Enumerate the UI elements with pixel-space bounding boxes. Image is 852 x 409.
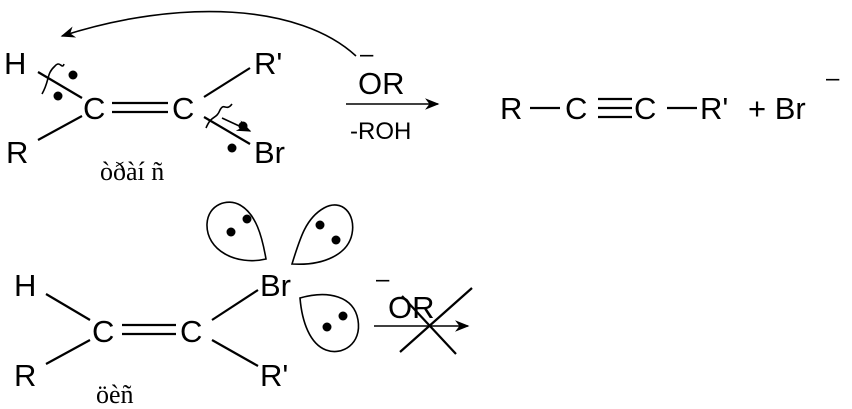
electron-dot xyxy=(68,70,78,80)
bromide-ion: + Br xyxy=(748,91,806,126)
elimination-reagent: – OR -ROH xyxy=(346,41,440,145)
lone-pair-lobe xyxy=(290,204,354,265)
atom-c2-top: C xyxy=(172,91,194,126)
atom-h-top: H xyxy=(4,46,26,81)
product-c1: C xyxy=(565,91,587,126)
blocked-reaction: – OR xyxy=(374,266,473,355)
bond-h-c1-top xyxy=(37,71,83,99)
reagent-charge-top: – xyxy=(360,41,374,68)
atom-br-bottom: Br xyxy=(260,268,291,303)
reagent-charge-bottom: – xyxy=(376,266,390,293)
product-c2: C xyxy=(634,91,656,126)
bond-break-mark-br xyxy=(205,103,233,129)
reagent-top: OR xyxy=(358,66,405,101)
trans-isomer-structure: H R C C R' Br òðàí ñ xyxy=(4,46,285,186)
byproduct-label: -ROH xyxy=(350,118,411,145)
atom-r-bottom: R xyxy=(14,358,36,393)
bromide-charge: – xyxy=(826,65,840,92)
bond-break-mark-h xyxy=(41,63,65,95)
atom-rprime-top: R' xyxy=(254,46,282,81)
bond-r-c1-bottom xyxy=(45,339,91,365)
atom-br-top: Br xyxy=(254,135,285,170)
atom-h-bottom: H xyxy=(14,268,36,303)
cross-out-line-2 xyxy=(401,295,457,355)
lone-pair-lobe xyxy=(206,201,267,262)
cis-isomer-structure: H R C C Br R' öèñ xyxy=(14,201,360,409)
base-attack-curved-arrow xyxy=(60,10,357,57)
isomer-caption-bottom: öèñ xyxy=(96,380,134,409)
bond-r-c1-top xyxy=(37,115,83,141)
atom-rprime-bottom: R' xyxy=(260,358,288,393)
bond-h-c1-bottom xyxy=(45,293,91,321)
electron-dot xyxy=(53,91,63,101)
bond-c2-rprime-bottom xyxy=(211,339,259,367)
atom-c1-top: C xyxy=(83,91,105,126)
electron-shift-arrow xyxy=(221,117,252,132)
electron-dot xyxy=(227,143,237,153)
atom-r-top: R xyxy=(6,135,28,170)
bond-c2-br-bottom xyxy=(211,289,259,321)
atom-c2-bottom: C xyxy=(180,314,202,349)
atom-c1-bottom: C xyxy=(92,314,114,349)
product-r: R xyxy=(500,91,522,126)
product-rprime: R' xyxy=(700,91,728,126)
cross-out-line-1 xyxy=(399,287,473,353)
bond-c2-rprime-top xyxy=(203,67,251,98)
lone-pair-lobe xyxy=(299,293,360,353)
bond-c2-br-top xyxy=(203,116,251,145)
isomer-caption-top: òðàí ñ xyxy=(100,157,164,186)
alkyne-product: R C C R' + Br – xyxy=(500,65,840,126)
